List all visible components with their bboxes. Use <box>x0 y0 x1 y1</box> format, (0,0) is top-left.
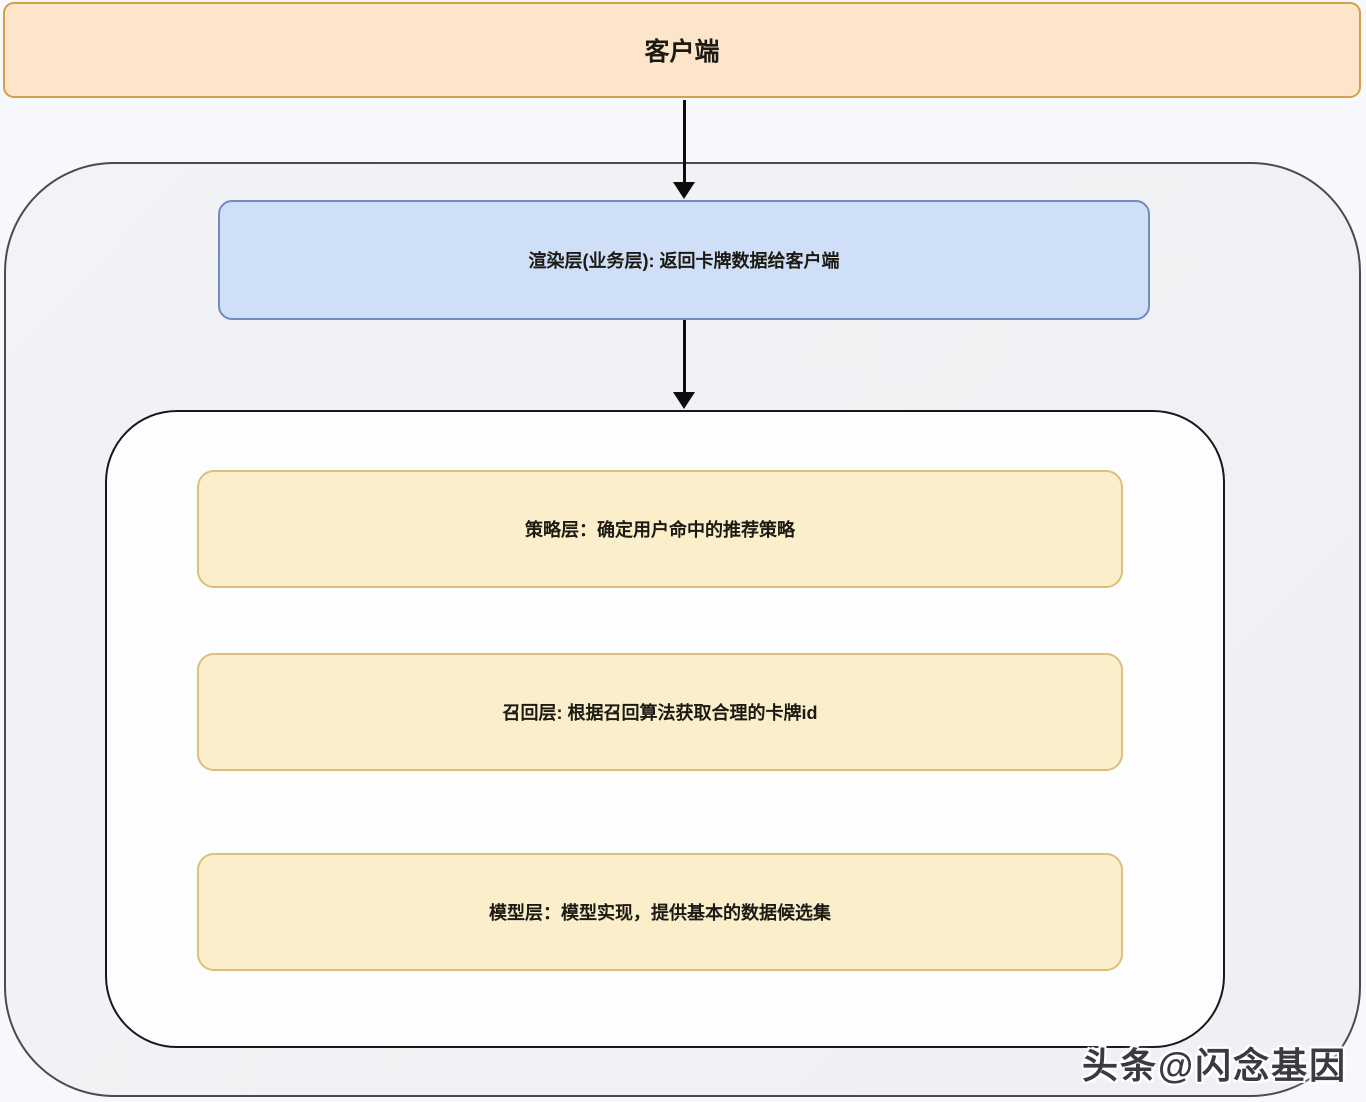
client-node-label: 客户端 <box>644 38 720 66</box>
recall-layer-label: 召回层: 根据召回算法获取合理的卡牌id <box>502 703 818 723</box>
render-layer-label: 渲染层(业务层): 返回卡牌数据给客户端 <box>528 251 840 271</box>
arrow-shaft <box>682 100 686 182</box>
arrow-down-icon <box>672 320 696 409</box>
arrow-head <box>673 182 695 199</box>
strategy-layer-label: 策略层：确定用户命中的推荐策略 <box>525 520 795 540</box>
arrow-down-icon <box>672 100 696 199</box>
arrow-shaft <box>682 320 686 392</box>
render-layer-node: 渲染层(业务层): 返回卡牌数据给客户端 <box>218 200 1150 320</box>
model-layer-node: 模型层：模型实现，提供基本的数据候选集 <box>197 853 1123 971</box>
strategy-layer-node: 策略层：确定用户命中的推荐策略 <box>197 470 1123 588</box>
model-layer-label: 模型层：模型实现，提供基本的数据候选集 <box>489 903 831 923</box>
recall-layer-node: 召回层: 根据召回算法获取合理的卡牌id <box>197 653 1123 771</box>
client-node: 客户端 <box>3 2 1361 98</box>
watermark-text: 头条@闪念基因 <box>1082 1045 1348 1086</box>
arrow-head <box>673 392 695 409</box>
